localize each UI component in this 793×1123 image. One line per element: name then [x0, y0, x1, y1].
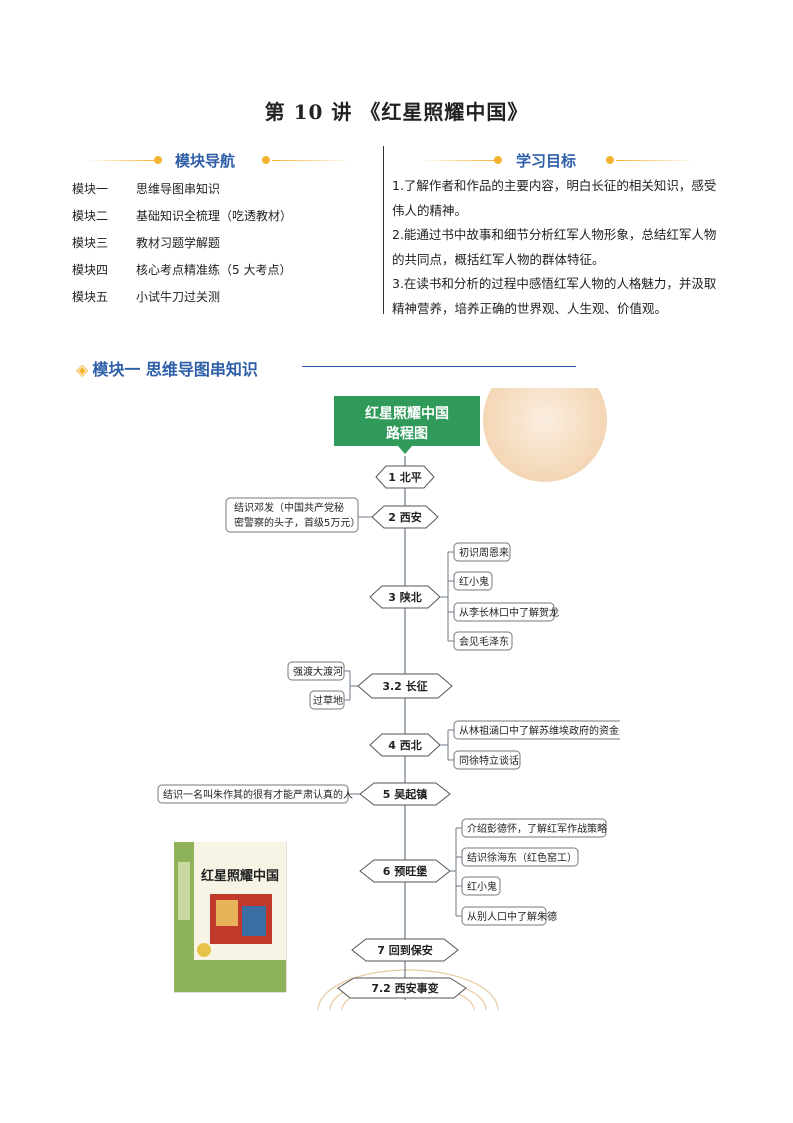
- changzheng-item[interactable]: 强渡大渡河: [287, 661, 345, 681]
- yuwang-item-label: 红小鬼: [467, 880, 497, 893]
- nav-heading-dot-right: [262, 156, 270, 164]
- diamond-icon: ◈: [76, 360, 89, 379]
- module1-heading-text: 模块一 思维导图串知识: [92, 360, 258, 379]
- nav-heading-line-right: [272, 160, 352, 161]
- map-title-banner: 红星照耀中国 路程图: [334, 396, 480, 454]
- xian-note-line2: 密警察的头子，首级5万元）: [234, 516, 360, 529]
- node-baoan[interactable]: 7 回到保安: [351, 938, 459, 962]
- xian-note: [225, 497, 372, 533]
- nav-item-num: 模块三: [72, 236, 109, 250]
- node-label: 4 西北: [388, 738, 421, 752]
- node-yuwangbao[interactable]: 6 预旺堡: [359, 859, 451, 883]
- node-shaanbei[interactable]: 3 陕北: [369, 585, 441, 609]
- node-label: 5 吴起镇: [383, 787, 427, 801]
- node-xian[interactable]: 2 西安: [371, 505, 439, 529]
- yuwang-item-label: 介绍彭德怀，了解红军作战策略: [467, 822, 607, 835]
- goals-heading-line-right: [616, 160, 696, 161]
- goals-list: 1.了解作者和作品的主要内容，明白长征的相关知识，感受伟人的精神。 2.能通过书…: [392, 174, 727, 321]
- nav-item-num: 模块二: [72, 209, 109, 223]
- module1-heading: ◈模块一 思维导图串知识: [76, 356, 258, 380]
- goals-heading-dot-right: [606, 156, 614, 164]
- yuwang-connectors: [450, 827, 462, 917]
- mind-map: 红星照耀中国 路程图 1 北平 2 西安 3 陕北 3.2 长征 4 西北 5 …: [157, 388, 620, 1010]
- node-changzheng[interactable]: 3.2 长征: [357, 673, 453, 699]
- yuwang-item[interactable]: 结识徐海东（红色窑工）: [461, 847, 579, 867]
- nav-item-3[interactable]: 模块三 教材习题学解题: [72, 234, 220, 251]
- nav-item-label: 思维导图串知识: [136, 182, 221, 196]
- shaanbei-item-label: 初识周恩来: [459, 546, 509, 559]
- yuwang-item[interactable]: 介绍彭德怀，了解红军作战策略: [461, 818, 607, 838]
- shaanbei-item[interactable]: 从李长林口中了解贺龙: [453, 602, 559, 622]
- shaanbei-item-label: 从李长林口中了解贺龙: [459, 606, 559, 619]
- shaanbei-connectors: [440, 551, 454, 642]
- wuqi-note[interactable]: 结识一名叫朱作其的很有才能严肃认真的人: [157, 784, 353, 804]
- goals-heading: 学习目标: [516, 152, 577, 170]
- nav-item-label: 教材习题学解题: [136, 236, 221, 250]
- sun-decoration: [483, 388, 607, 482]
- book-illustration-figure: [242, 906, 266, 936]
- node-label: 6 预旺堡: [383, 864, 427, 878]
- nav-item-2[interactable]: 模块二 基础知识全梳理（吃透教材）: [72, 207, 292, 224]
- shaanbei-item[interactable]: 初识周恩来: [453, 542, 511, 562]
- shaanbei-item[interactable]: 红小鬼: [453, 571, 493, 591]
- book-illustration-figure: [216, 900, 238, 926]
- shaanbei-item-label: 会见毛泽东: [459, 635, 509, 648]
- book-bottom-band: [194, 960, 286, 992]
- book-cover-image: 红星照耀中国: [174, 842, 287, 993]
- node-beiping[interactable]: 1 北平: [375, 465, 435, 489]
- xian-note-line1: 结识邓发（中国共产党秘: [234, 501, 344, 514]
- nav-item-num: 模块五: [72, 290, 109, 304]
- goal-item: 1.了解作者和作品的主要内容，明白长征的相关知识，感受伟人的精神。: [392, 178, 717, 218]
- column-divider: [383, 146, 384, 314]
- map-title-line1: 红星照耀中国: [365, 405, 449, 422]
- nav-item-1[interactable]: 模块一 思维导图串知识: [72, 180, 220, 197]
- book-badge: [197, 943, 211, 957]
- module1-heading-line: [302, 366, 576, 367]
- yuwang-item-label: 结识徐海东（红色窑工）: [467, 851, 577, 864]
- yuwang-item[interactable]: 红小鬼: [461, 876, 501, 896]
- node-label: 7.2 西安事变: [371, 981, 438, 995]
- xibei-item[interactable]: 同徐特立谈话: [453, 750, 521, 770]
- nav-heading: 模块导航: [175, 152, 236, 170]
- goals-heading-line: [420, 160, 496, 161]
- yuwang-item[interactable]: 从别人口中了解朱德: [461, 906, 557, 926]
- node-label: 2 西安: [388, 510, 421, 524]
- yuwang-item-label: 从别人口中了解朱德: [467, 910, 557, 923]
- page-title: 第 10 讲 《红星照耀中国》: [264, 100, 529, 124]
- xibei-item-label: 从林祖涵口中了解苏维埃政府的资金来源: [459, 724, 620, 737]
- book-spine-label: [178, 862, 190, 920]
- nav-heading-dot-left: [154, 156, 162, 164]
- node-xian-incident[interactable]: 7.2 西安事变: [337, 977, 467, 999]
- wuqi-note-label: 结识一名叫朱作其的很有才能严肃认真的人: [163, 788, 353, 801]
- node-label: 1 北平: [388, 470, 421, 484]
- book-title: 红星照耀中国: [201, 868, 279, 884]
- shaanbei-item-label: 红小鬼: [459, 575, 489, 588]
- xibei-item[interactable]: 从林祖涵口中了解苏维埃政府的资金来源: [453, 720, 620, 740]
- nav-item-4[interactable]: 模块四 核心考点精准练（5 大考点）: [72, 261, 291, 278]
- node-label: 7 回到保安: [377, 943, 432, 957]
- changzheng-connectors: [344, 670, 358, 701]
- goal-item: 2.能通过书中故事和细节分析红军人物形象，总结红军人物的共同点，概括红军人物的群…: [392, 227, 717, 267]
- nav-item-num: 模块一: [72, 182, 109, 196]
- nav-item-5[interactable]: 模块五 小试牛刀过关测: [72, 288, 220, 305]
- goals-heading-dot-left: [494, 156, 502, 164]
- node-label: 3 陕北: [388, 590, 421, 604]
- changzheng-item-label: 过草地: [313, 694, 343, 707]
- nav-item-label: 小试牛刀过关测: [136, 290, 221, 304]
- map-title-line2: 路程图: [386, 425, 428, 442]
- nav-item-label: 核心考点精准练（5 大考点）: [136, 263, 292, 277]
- shaanbei-item[interactable]: 会见毛泽东: [453, 631, 513, 651]
- node-xibei[interactable]: 4 西北: [369, 733, 441, 757]
- node-wuqizhen[interactable]: 5 吴起镇: [359, 782, 451, 806]
- nav-heading-line: [86, 160, 156, 161]
- xibei-item-label: 同徐特立谈话: [459, 754, 519, 767]
- node-label: 3.2 长征: [382, 679, 427, 693]
- goal-item: 3.在读书和分析的过程中感悟红军人物的人格魅力，并汲取精神营养，培养正确的世界观…: [392, 276, 717, 316]
- xibei-connectors: [440, 729, 454, 761]
- nav-item-label: 基础知识全梳理（吃透教材）: [136, 209, 293, 223]
- changzheng-item[interactable]: 过草地: [309, 690, 345, 710]
- nav-item-num: 模块四: [72, 263, 109, 277]
- changzheng-item-label: 强渡大渡河: [293, 665, 343, 678]
